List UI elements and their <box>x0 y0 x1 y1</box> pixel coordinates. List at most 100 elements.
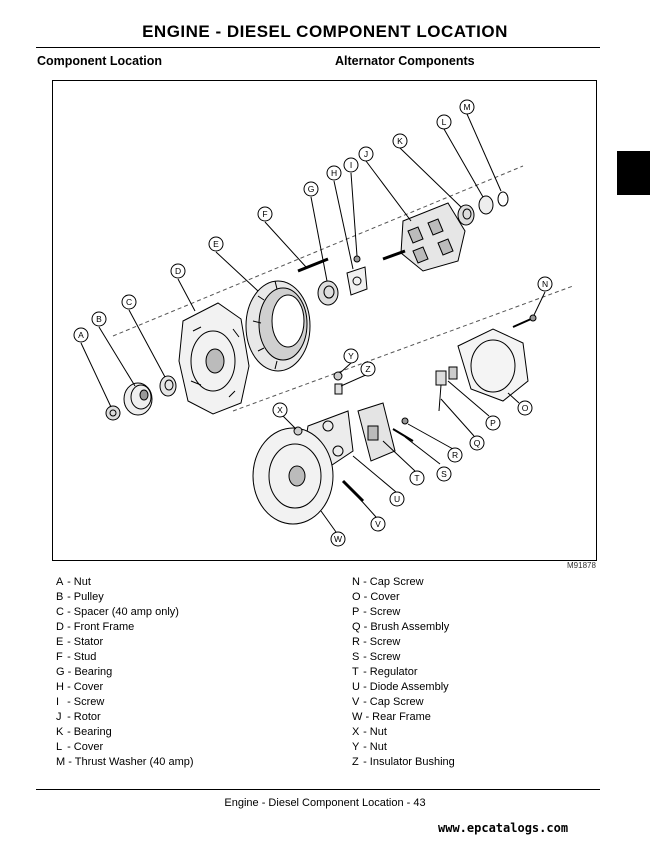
screw-r <box>401 417 409 425</box>
cap-screw-n <box>512 314 537 328</box>
legend-item: G - Bearing <box>56 665 194 680</box>
svg-text:O: O <box>522 403 529 413</box>
svg-text:K: K <box>397 136 403 146</box>
legend-item: X - Nut <box>352 725 455 740</box>
svg-text:M: M <box>463 102 470 112</box>
legend-key: X <box>352 726 360 738</box>
legend-item: P - Screw <box>352 605 455 620</box>
legend-item: O - Cover <box>352 590 455 605</box>
legend-text: - Nut <box>67 576 91 588</box>
legend-text: - Screw <box>363 606 401 618</box>
svg-text:W: W <box>334 534 342 544</box>
legend-text: - Stud <box>67 651 97 663</box>
legend-key: A <box>56 576 64 588</box>
legend-text: - Cover <box>363 591 400 603</box>
watermark-link[interactable]: www.epcatalogs.com <box>438 821 569 835</box>
svg-text:F: F <box>262 209 267 219</box>
cover-l <box>478 195 494 215</box>
alternator-drawing: A B C D E F G H I J K L M N O P Q R S T … <box>73 99 574 547</box>
legend-key: O <box>352 591 361 603</box>
legend-text: - Brush Assembly <box>363 621 450 633</box>
legend-key: W <box>352 711 363 723</box>
footer-rule <box>36 789 600 790</box>
callout-l: L <box>436 114 452 130</box>
legend-item: S - Screw <box>352 650 455 665</box>
legend-key: U <box>352 681 360 693</box>
pulley <box>123 382 153 416</box>
legend-item: T - Regulator <box>352 665 455 680</box>
legend-item: J - Rotor <box>56 710 194 725</box>
svg-text:G: G <box>308 184 315 194</box>
legend-key: K <box>56 726 64 738</box>
callout-m: M <box>459 99 475 115</box>
insulator-bushing <box>334 383 343 395</box>
svg-text:J: J <box>364 149 368 159</box>
legend-key: R <box>352 636 360 648</box>
legend-text: - Rotor <box>67 711 101 723</box>
legend-item: C - Spacer (40 amp only) <box>56 605 194 620</box>
legend-text: - Stator <box>67 636 104 648</box>
callout-n: N <box>537 276 553 292</box>
legend-item: Z - Insulator Bushing <box>352 755 455 770</box>
nut-y <box>333 371 343 381</box>
callout-x: X <box>272 402 288 418</box>
legend-key: P <box>352 606 360 618</box>
legend-key: H <box>56 681 64 693</box>
legend-text: - Nut <box>363 726 387 738</box>
callout-j: J <box>358 146 374 162</box>
legend-item: U - Diode Assembly <box>352 680 455 695</box>
legend-key: Q <box>352 621 361 633</box>
callout-b: B <box>91 311 107 327</box>
svg-text:H: H <box>331 168 337 178</box>
legend-key: L <box>56 741 63 753</box>
callout-p: P <box>485 415 501 431</box>
legend-key: S <box>352 651 360 663</box>
legend-text: - Cap Screw <box>363 696 424 708</box>
rotor <box>382 202 466 272</box>
legend-text: - Nut <box>363 741 387 753</box>
callout-r: R <box>447 447 463 463</box>
legend-key: B <box>56 591 64 603</box>
cap-screw-v <box>341 479 365 503</box>
svg-text:A: A <box>78 330 84 340</box>
legend-key: M <box>56 756 66 768</box>
callout-u: U <box>389 491 405 507</box>
callout-w: W <box>330 531 346 547</box>
svg-text:T: T <box>414 473 419 483</box>
spacer <box>159 375 177 397</box>
legend-key: D <box>56 621 64 633</box>
svg-text:V: V <box>375 519 381 529</box>
legend-text: - Spacer (40 amp only) <box>67 606 179 618</box>
callout-z: Z <box>360 361 376 377</box>
legend-item: V - Cap Screw <box>352 695 455 710</box>
legend-item: R - Screw <box>352 635 455 650</box>
legend-key: V <box>352 696 360 708</box>
legend-text: - Pulley <box>67 591 104 603</box>
legend-key: E <box>56 636 64 648</box>
callout-y: Y <box>343 348 359 364</box>
legend-text: - Thrust Washer (40 amp) <box>68 756 194 768</box>
svg-text:X: X <box>277 405 283 415</box>
callout-i: I <box>343 157 359 173</box>
section-title-right: Alternator Components <box>335 54 475 68</box>
legend-key: J <box>56 711 62 723</box>
regulator <box>357 402 396 462</box>
legend-item: E - Stator <box>56 635 194 650</box>
svg-text:Y: Y <box>348 351 354 361</box>
svg-text:Z: Z <box>365 364 370 374</box>
legend-item: N - Cap Screw <box>352 575 455 590</box>
svg-text:S: S <box>441 469 447 479</box>
legend-item: D - Front Frame <box>56 620 194 635</box>
page-footer: Engine - Diesel Component Location - 43 <box>224 797 426 809</box>
legend-item: A - Nut <box>56 575 194 590</box>
legend-item: W - Rear Frame <box>352 710 455 725</box>
svg-text:R: R <box>452 450 458 460</box>
legend-key: C <box>56 606 64 618</box>
legend-key: F <box>56 651 63 663</box>
nut-a <box>105 405 121 421</box>
svg-text:D: D <box>175 266 181 276</box>
legend-key: Y <box>352 741 360 753</box>
stator <box>245 280 311 372</box>
